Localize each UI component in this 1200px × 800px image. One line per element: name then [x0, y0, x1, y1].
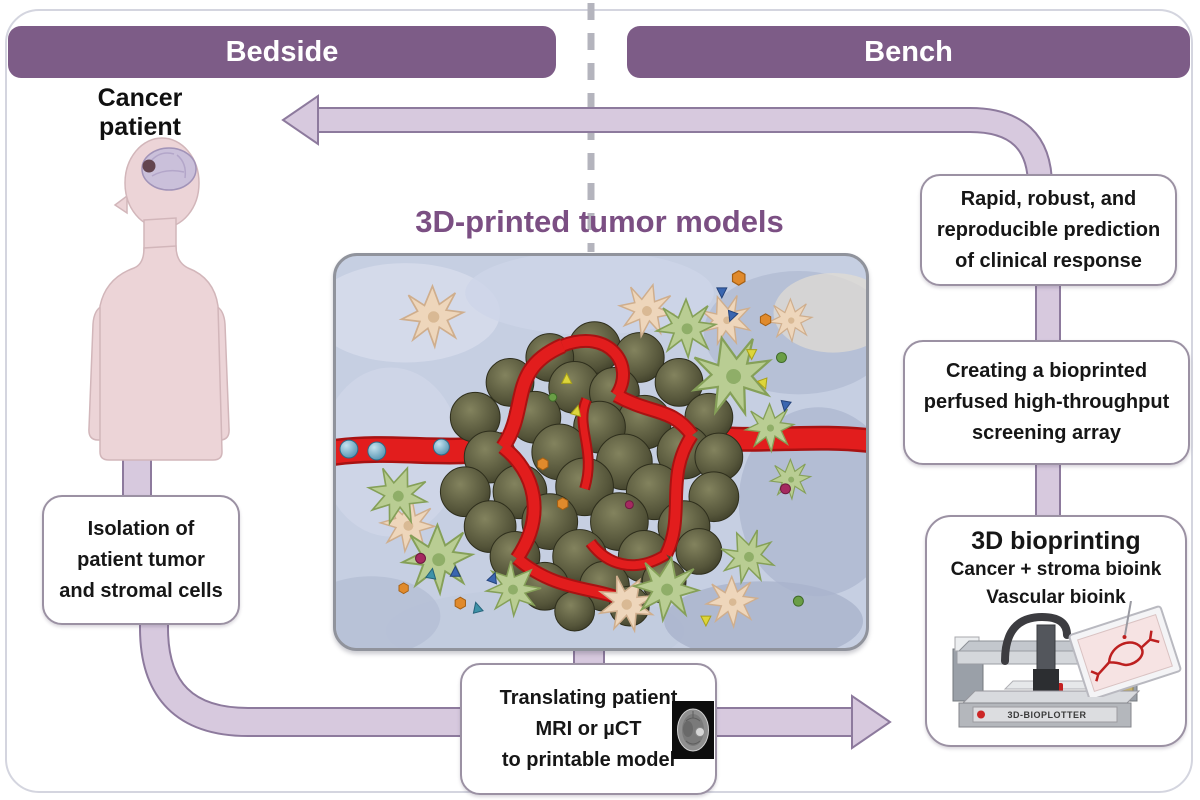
right-arrow-head-icon	[851, 694, 892, 750]
signal-particles	[398, 270, 804, 628]
tumor-spot	[142, 159, 156, 173]
stromal-cells-beige	[375, 277, 813, 643]
isolation-box: Isolation of patient tumor and stromal c…	[42, 495, 240, 625]
brain-tumor-icon	[141, 147, 197, 191]
tumor-illustration-svg	[336, 256, 866, 648]
petri-dish-icon	[1068, 601, 1182, 697]
bench-header: Bench	[627, 26, 1190, 78]
bedside-header: Bedside	[8, 26, 556, 78]
cancer-patient-figure	[88, 137, 230, 461]
bedside-header-label: Bedside	[225, 35, 339, 68]
mri-scan-thumbnail	[672, 701, 714, 759]
cancer-patient-label: Cancer patient	[97, 84, 183, 141]
translation-box: Translating patient MRI or µCT to printa…	[460, 663, 717, 795]
bioprinting-box: 3D bioprinting Cancer + stroma bioink Va…	[925, 515, 1187, 747]
prediction-box: Rapid, robust, and reproducible predicti…	[920, 174, 1177, 286]
printer-label: 3D-BIOPLOTTER	[1007, 710, 1086, 720]
circulating-cells	[339, 438, 450, 461]
patient-nose	[113, 194, 128, 215]
bench-header-label: Bench	[864, 35, 953, 68]
tumor-model-illustration	[333, 253, 869, 651]
center-title: 3D-printed tumor models	[415, 204, 784, 239]
left-arrow-head-icon	[281, 94, 319, 146]
patient-torso	[99, 245, 223, 461]
screening-array-box: Creating a bioprinted perfused high-thro…	[903, 340, 1190, 465]
bioprinting-title: 3D bioprinting	[971, 527, 1141, 555]
stromal-cells-green	[358, 298, 812, 627]
